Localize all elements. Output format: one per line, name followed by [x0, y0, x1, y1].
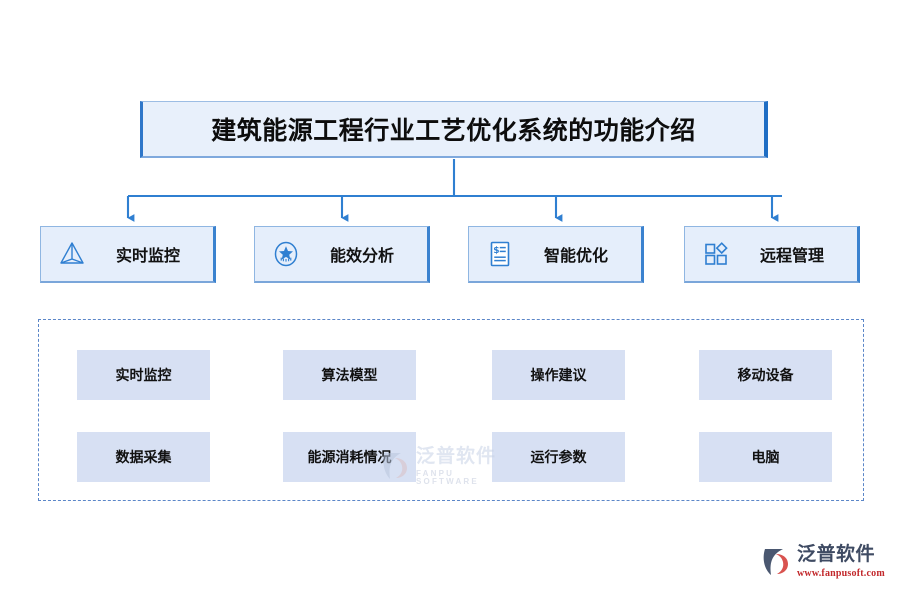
diagram-title-box: 建筑能源工程行业工艺优化系统的功能介绍	[140, 101, 768, 158]
page-title: 建筑能源工程行业工艺优化系统的功能介绍	[211, 116, 696, 145]
fanpu-logo-mark-icon	[762, 546, 792, 578]
detail-chip-label: 算法模型	[321, 368, 378, 384]
detail-chip[interactable]: 移动设备	[699, 350, 832, 400]
detail-chip-label: 数据采集	[115, 450, 172, 466]
grid-shapes-icon	[701, 239, 731, 269]
svg-text:$: $	[493, 246, 499, 256]
detail-chip[interactable]: 算法模型	[283, 350, 416, 400]
detail-chip-label: 运行参数	[530, 450, 587, 466]
brand-logo-url: www.fanpusoft.com	[797, 568, 885, 579]
brand-logo-cn: 泛普软件	[797, 543, 876, 565]
detail-chip-label: 能源消耗情况	[307, 450, 392, 466]
detail-chip[interactable]: 电脑	[699, 432, 832, 482]
detail-chip-label: 实时监控	[115, 368, 172, 384]
detail-panel: 实时监控 算法模型 操作建议 移动设备 数据采集 能源消耗情况 运行参数 电	[38, 319, 864, 501]
detail-chip[interactable]: 运行参数	[492, 432, 625, 482]
category-node-label: 能效分析	[329, 246, 394, 265]
category-node-label: 远程管理	[759, 246, 824, 265]
detail-chip-label: 操作建议	[530, 368, 587, 384]
brand-logo-text: 泛普软件 www.fanpusoft.com	[797, 545, 885, 579]
category-node-energy-efficiency-analysis[interactable]: 能效分析	[254, 226, 430, 283]
category-node-intelligent-optimization[interactable]: $ 智能优化	[468, 226, 644, 283]
detail-chip-label: 移动设备	[737, 368, 794, 384]
detail-chip[interactable]: 操作建议	[492, 350, 625, 400]
detail-chip-label: 电脑	[751, 450, 780, 466]
category-node-remote-management[interactable]: 远程管理	[684, 226, 860, 283]
detail-chip[interactable]: 数据采集	[77, 432, 210, 482]
category-node-real-time-monitoring[interactable]: 实时监控	[40, 226, 216, 283]
star-badge-icon	[271, 239, 301, 269]
invoice-document-icon: $	[485, 239, 515, 269]
category-node-label: 实时监控	[115, 246, 180, 265]
detail-chip-grid: 实时监控 算法模型 操作建议 移动设备 数据采集 能源消耗情况 运行参数 电	[39, 320, 863, 500]
pyramid-icon	[57, 239, 87, 269]
brand-logo: 泛普软件 www.fanpusoft.com	[762, 536, 890, 588]
category-node-label: 智能优化	[543, 246, 608, 265]
detail-chip[interactable]: 实时监控	[77, 350, 210, 400]
detail-chip[interactable]: 能源消耗情况	[283, 432, 416, 482]
